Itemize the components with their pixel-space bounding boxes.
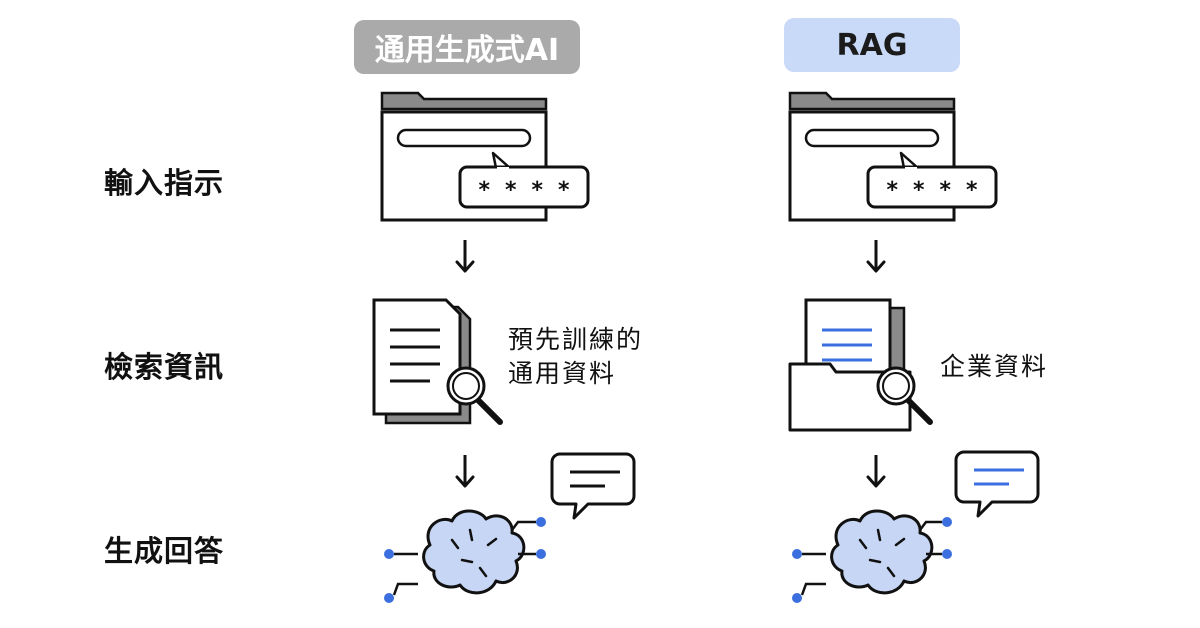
column-title-rag: RAG [836, 27, 908, 63]
column-title-generic-ai: 通用生成式AI [374, 33, 560, 68]
folder-search-icon [788, 298, 933, 432]
prompt-window-icon: * * * * [788, 91, 998, 222]
row-label-input: 輸入指示 [104, 166, 225, 200]
arrow-down-icon [866, 240, 886, 273]
speech-bubble-icon [550, 452, 636, 520]
prompt-mask-text: * * * * [478, 178, 571, 203]
column-header-generic-ai: 通用生成式AI [354, 20, 580, 74]
annotation-generic-line2: 通用資料 [508, 359, 617, 388]
brain-icon [792, 509, 952, 603]
arrow-down-icon [455, 240, 475, 273]
arrow-down-icon [455, 455, 475, 488]
annotation-generic-line1: 預先訓練的 [508, 325, 644, 354]
prompt-window-icon: * * * * [380, 91, 590, 222]
column-header-rag: RAG [784, 18, 960, 72]
annotation-generic-data: 預先訓練的 通用資料 [508, 323, 643, 391]
prompt-mask-text: * * * * [886, 178, 979, 203]
brain-icon [384, 509, 546, 603]
annotation-enterprise-data: 企業資料 [940, 352, 1049, 381]
row-label-retrieve: 檢索資訊 [104, 350, 225, 384]
arrow-down-icon [866, 455, 886, 488]
document-search-icon [372, 298, 503, 425]
speech-bubble-icon [954, 450, 1040, 518]
row-label-generate: 生成回答 [104, 534, 225, 568]
